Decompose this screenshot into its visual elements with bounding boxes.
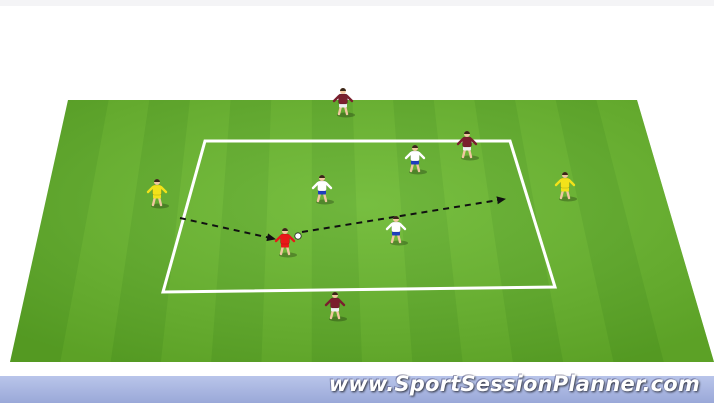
pitch-shading <box>10 100 714 362</box>
site-watermark: www.SportSessionPlanner.com <box>329 372 700 396</box>
pitch <box>10 100 714 362</box>
ball <box>295 233 301 239</box>
